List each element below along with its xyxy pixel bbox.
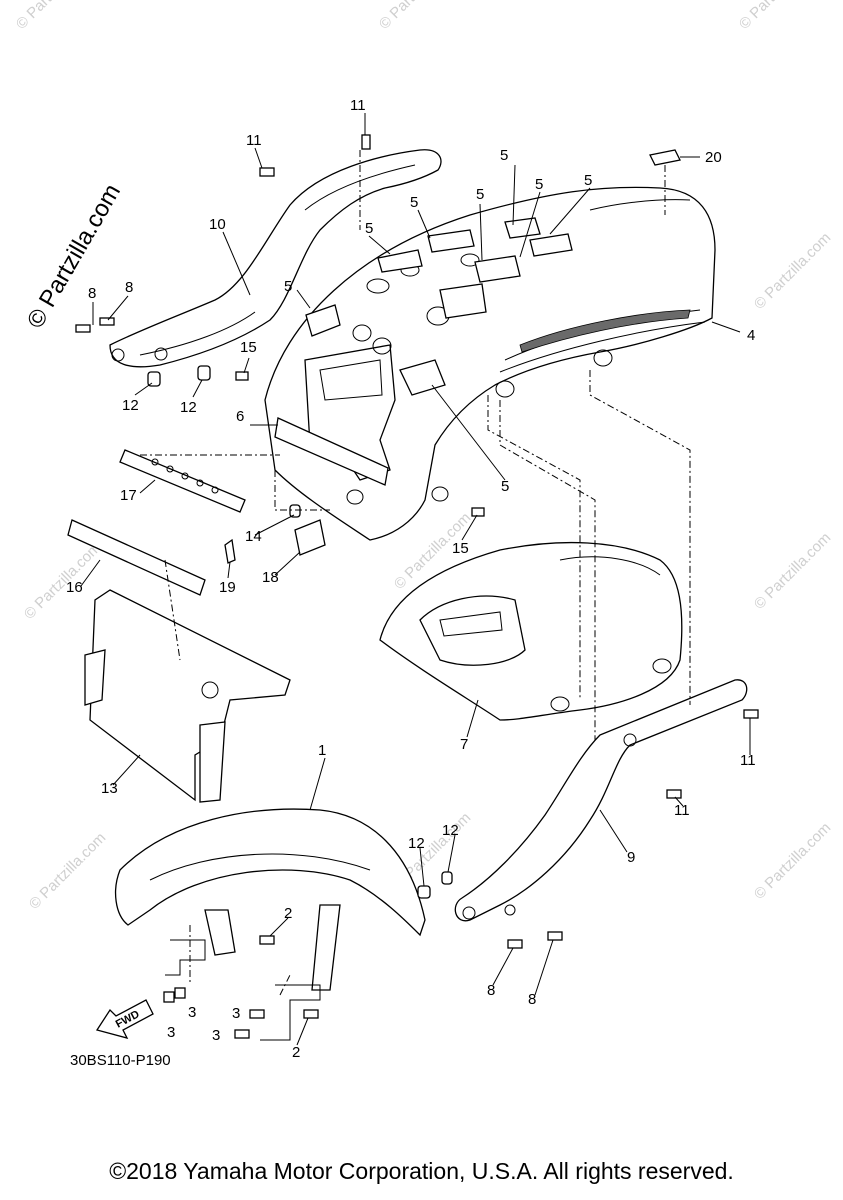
copyright-notice: ©2018 Yamaha Motor Corporation, U.S.A. A…	[109, 1158, 734, 1184]
callout-1: 1	[318, 742, 326, 759]
callout-8: 8	[487, 982, 495, 999]
callout-17: 17	[120, 487, 137, 504]
watermark: © Partzilla.com	[751, 229, 834, 312]
callout-12: 12	[180, 399, 197, 416]
callout-9: 9	[627, 849, 635, 866]
leader-lines	[80, 113, 751, 1046]
callout-11: 11	[740, 752, 756, 769]
callout-5: 5	[535, 176, 543, 193]
callout-3: 3	[232, 1005, 240, 1022]
callout-18: 18	[262, 569, 279, 586]
callout-15: 15	[240, 339, 257, 356]
callout-5: 5	[501, 478, 509, 495]
callout-8: 8	[528, 991, 536, 1008]
watermark: © Partzilla.com	[13, 0, 96, 33]
callout-7: 7	[460, 736, 468, 753]
watermark: © Partzilla.com	[751, 819, 834, 902]
watermark-main: © Partzilla.com	[22, 179, 126, 333]
watermark: © Partzilla.com	[21, 539, 104, 622]
callout-5: 5	[584, 172, 592, 189]
alignment-lines	[140, 150, 691, 1041]
diagram-code: 30BS110-P190	[70, 1052, 171, 1069]
callout-19: 19	[219, 579, 236, 596]
callout-12: 12	[122, 397, 139, 414]
callout-5: 5	[410, 194, 418, 211]
light-bracket	[119, 449, 246, 513]
watermark: © Partzilla.com	[751, 529, 834, 612]
callout-11: 11	[350, 97, 366, 114]
callout-5: 5	[500, 147, 508, 164]
watermark: © Partzilla.com	[736, 0, 819, 33]
callout-5: 5	[476, 186, 484, 203]
callout-labels: 1 2 2 3 3 3 3 4 5 5 5 5 5 5 5 5 6 7 8 8 …	[66, 97, 756, 1061]
callout-5: 5	[365, 220, 373, 237]
callout-14: 14	[245, 528, 262, 545]
pads	[305, 217, 573, 396]
callout-6: 6	[236, 408, 244, 425]
watermark: © Partzilla.com	[26, 829, 109, 912]
callout-11: 11	[246, 132, 262, 149]
front-fender	[114, 808, 426, 991]
caution-label	[649, 149, 681, 166]
watermark: © Partzilla.com	[376, 0, 459, 33]
callout-12: 12	[408, 835, 425, 852]
forward-arrow-icon: FWD	[95, 999, 154, 1039]
callout-4: 4	[747, 327, 755, 344]
callout-2: 2	[292, 1044, 300, 1061]
callout-8: 8	[125, 279, 133, 296]
fasteners	[75, 134, 759, 1039]
inner-fender	[379, 541, 683, 721]
callout-10: 10	[209, 216, 226, 233]
callout-2: 2	[284, 905, 292, 922]
plate-cover	[67, 519, 206, 596]
callout-16: 16	[66, 579, 83, 596]
callout-13: 13	[101, 780, 118, 797]
callout-5: 5	[284, 278, 292, 295]
callout-12: 12	[442, 822, 459, 839]
callout-3: 3	[167, 1024, 175, 1041]
callout-15: 15	[452, 540, 469, 557]
grab-rail-right	[109, 149, 442, 368]
reflector	[274, 417, 389, 486]
callout-11: 11	[674, 802, 690, 819]
rear-fender	[264, 186, 716, 541]
callout-8: 8	[88, 285, 96, 302]
license-bracket	[84, 589, 291, 803]
rear-stay	[454, 679, 748, 922]
callout-3: 3	[188, 1004, 196, 1021]
callout-3: 3	[212, 1027, 220, 1044]
callout-20: 20	[705, 149, 722, 166]
